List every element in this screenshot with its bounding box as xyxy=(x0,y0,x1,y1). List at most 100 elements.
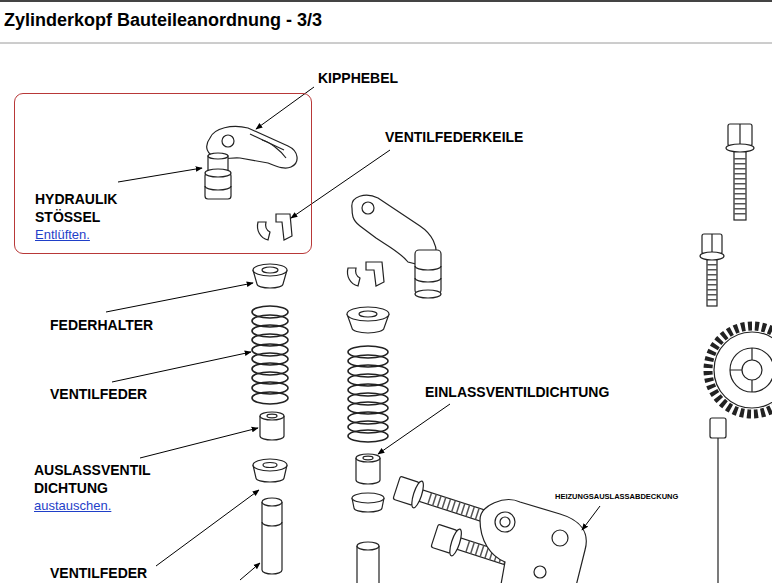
bolt-upper-right xyxy=(734,150,746,220)
header-rule xyxy=(0,43,772,44)
rocker-arm-middle xyxy=(362,202,374,214)
cam-gear xyxy=(717,420,718,583)
rocker-arm-middle xyxy=(415,266,441,282)
leader-lines xyxy=(156,490,259,566)
spring-seat-left xyxy=(253,459,287,471)
bolt-second-right xyxy=(707,258,717,306)
bolt-upper-right xyxy=(728,124,752,146)
hydraulic-lifter-small xyxy=(205,186,231,190)
valve-guide-middle xyxy=(357,546,379,583)
hydraulic-lifter-small xyxy=(208,153,228,159)
rocker-arm-middle xyxy=(352,195,441,298)
heater-outlet-cover xyxy=(552,530,568,546)
exhaust-valve-seal-left xyxy=(260,412,284,420)
valve-guide-left xyxy=(262,498,282,506)
hydraulic-lifter-small xyxy=(205,153,231,199)
valve-spring-middle xyxy=(348,346,388,442)
rocker-arm-middle xyxy=(415,290,441,298)
spring-seat-middle xyxy=(352,493,384,503)
cam-gear xyxy=(730,348,772,392)
part-label: KIPPHEBEL xyxy=(318,69,398,87)
leader-lines xyxy=(112,352,251,382)
page-title: Zylinderkopf Bauteileanordnung - 3/3 xyxy=(4,9,322,31)
part-label: EINLASSVENTILDICHTUNG xyxy=(425,383,609,401)
valve-guide-left xyxy=(262,502,282,574)
spring-seat-left xyxy=(263,463,277,468)
heater-outlet-cover xyxy=(480,500,586,583)
valve-keepers-small xyxy=(257,222,270,240)
part-label: HEIZUNGSAUSLASSABDECKUNG xyxy=(555,492,678,502)
rocker-arm-small xyxy=(222,135,234,147)
valve-spring-left xyxy=(252,306,288,404)
valve-guide-left xyxy=(262,522,282,526)
spring-seat-left xyxy=(253,459,287,482)
part-label: VENTILFEDER xyxy=(50,564,147,582)
cam-gear xyxy=(730,348,752,392)
heater-outlet-cover xyxy=(534,566,546,578)
valve-guide-left xyxy=(262,498,282,574)
bolt-upper-right xyxy=(726,144,754,152)
leader-lines xyxy=(240,563,260,580)
leader-lines xyxy=(378,404,450,454)
cam-gear xyxy=(714,332,772,408)
heater-outlet-cover xyxy=(480,500,586,583)
hydraulic-lifter-small xyxy=(205,169,231,177)
intake-valve-seal xyxy=(356,454,380,462)
valve-keepers-small xyxy=(276,214,292,240)
leader-lines xyxy=(140,428,258,458)
intake-valve-seal xyxy=(363,456,373,460)
bolt-second-right xyxy=(707,264,717,304)
part-label: VENTILFEDERKEILE xyxy=(385,128,523,146)
valve-spring-left xyxy=(252,392,288,404)
leader-lines xyxy=(106,283,253,312)
header-rule xyxy=(0,0,772,2)
bolt-lower-b xyxy=(447,528,463,557)
valve-keepers-middle xyxy=(347,262,384,286)
rocker-arm-middle xyxy=(415,250,441,294)
leader-lines xyxy=(582,506,600,530)
bolt-second-right xyxy=(700,252,724,260)
link-text: Entlüften. xyxy=(35,226,90,244)
intake-valve-seal xyxy=(356,454,380,484)
cam-gear xyxy=(708,326,772,583)
cam-gear xyxy=(708,326,772,414)
bolt-upper-right xyxy=(734,158,746,218)
valve-keepers-middle xyxy=(366,262,384,286)
heater-outlet-cover xyxy=(495,512,515,532)
spring-retainer-left xyxy=(262,267,278,273)
highlight-frame: HYDRAULIK STÖSSELEntlüften. xyxy=(14,93,312,254)
cam-gear xyxy=(742,360,762,380)
spring-retainer-middle xyxy=(347,307,389,321)
bolt-second-right xyxy=(702,234,722,254)
bolt-lower-a xyxy=(409,480,425,509)
valve-spring-middle xyxy=(348,430,388,442)
rocker-arm-small xyxy=(262,140,286,158)
header-rule xyxy=(0,1,772,43)
exhaust-valve-seal-left xyxy=(260,412,284,440)
exhaust-valve-seal-left xyxy=(267,414,277,418)
valve-keepers-small xyxy=(257,214,292,240)
bolt-second-right xyxy=(711,234,712,254)
spring-retainer-left xyxy=(253,264,287,288)
cam-gear xyxy=(710,418,726,438)
spring-retainer-left xyxy=(253,264,287,276)
bolt-upper-right xyxy=(726,124,754,220)
part-label: AUSLASSVENTIL DICHTUNG xyxy=(34,461,166,497)
leader-lines xyxy=(118,168,202,182)
leader-lines xyxy=(106,87,600,580)
valve-guide-middle xyxy=(357,542,379,550)
part-label: VENTILFEDER xyxy=(50,385,147,403)
bolt-second-right xyxy=(700,234,724,306)
valve-guide-middle xyxy=(357,542,379,583)
link-text: austauschen. xyxy=(34,497,111,515)
valve-keepers-middle xyxy=(347,268,360,286)
part-label: HYDRAULIK STÖSSEL xyxy=(35,190,135,226)
part-label: FEDERHALTER xyxy=(50,316,153,334)
bolt-upper-right xyxy=(739,124,740,146)
leader-lines xyxy=(291,150,390,218)
spring-retainer-middle xyxy=(347,307,389,333)
spring-seat-middle xyxy=(352,493,384,512)
spring-retainer-middle xyxy=(359,311,377,317)
heater-outlet-cover xyxy=(500,517,510,527)
